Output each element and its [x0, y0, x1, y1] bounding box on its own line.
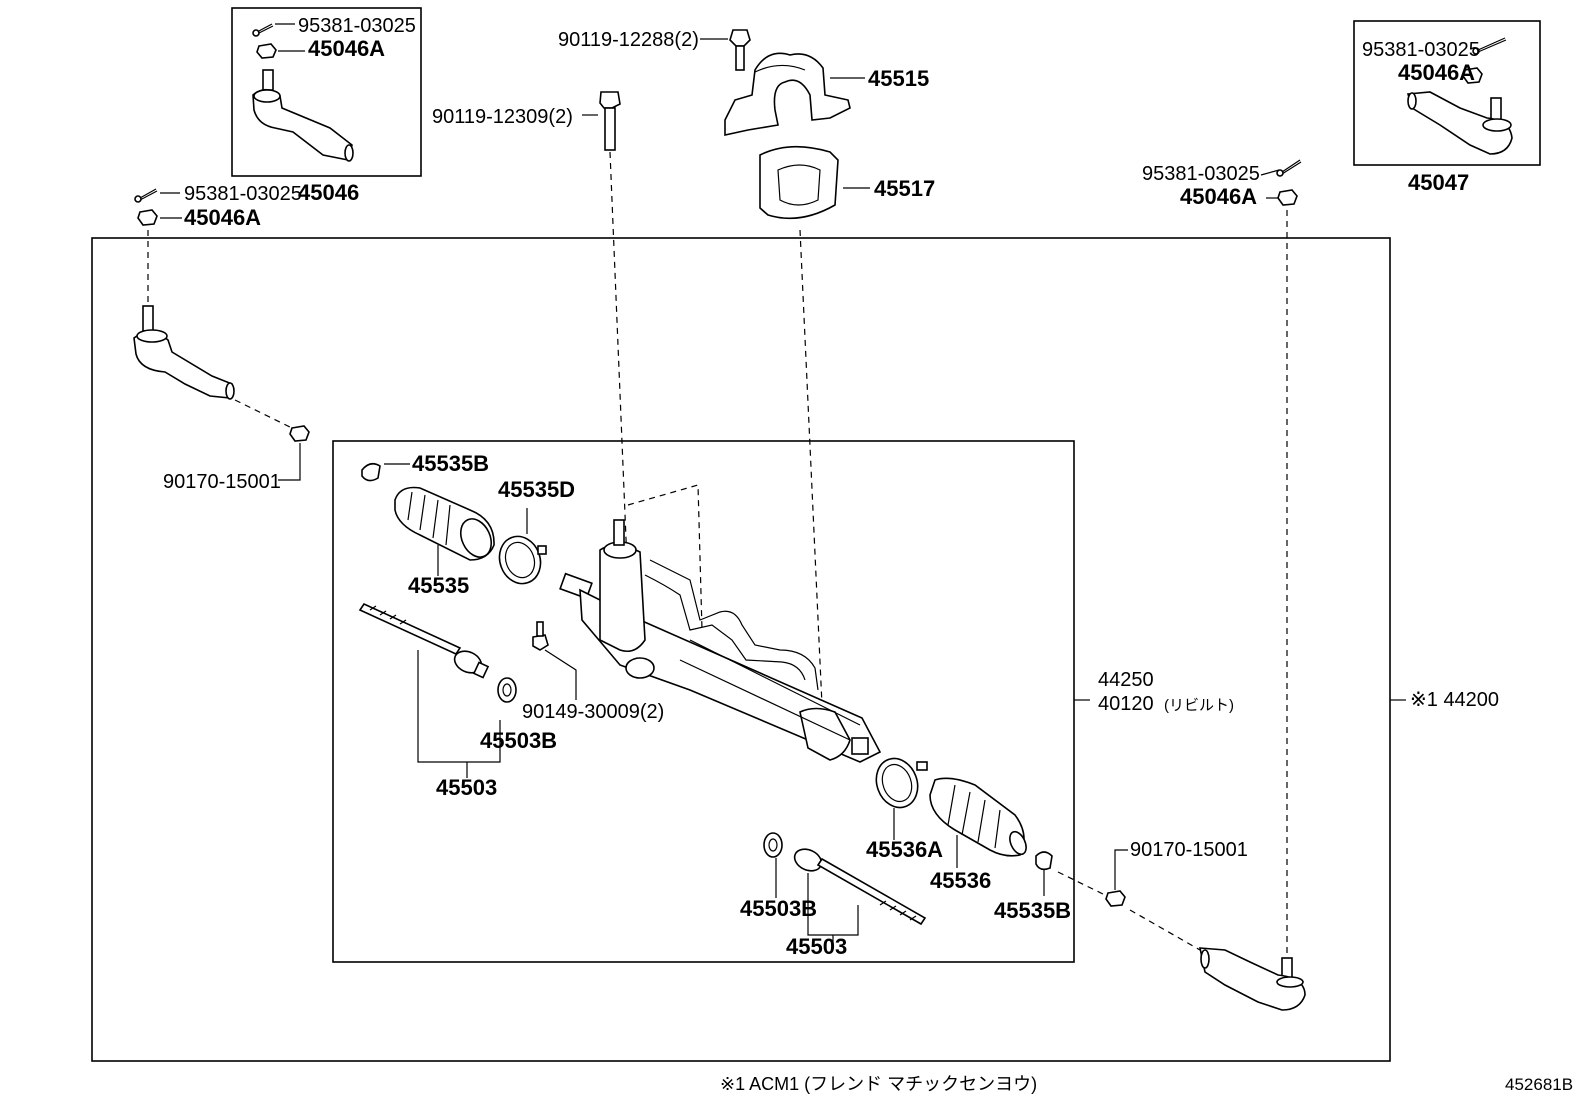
right-inner-rod-45503 — [793, 848, 927, 945]
label-tl-nut: 45046A — [308, 36, 385, 61]
outer-assembly-frame — [91, 237, 1391, 1062]
bracket-45515 — [724, 52, 865, 136]
label-lock-nut-right: 90170-15001 — [1130, 839, 1248, 861]
label-left-nut: 45046A — [184, 205, 261, 230]
label-rod-right: 45503 — [786, 934, 847, 959]
label-clip-right: 45535B — [994, 898, 1071, 923]
upper-bolt-90119-12288 — [700, 29, 751, 71]
label-washer-right: 45503B — [740, 896, 817, 921]
left-tie-rod-end — [133, 230, 310, 481]
right-cotter-nut — [1260, 159, 1302, 955]
guide-line-bracket — [627, 484, 703, 631]
clamp-45536A — [875, 757, 928, 840]
label-washer-left: 45503B — [480, 728, 557, 753]
label-tr-cotter: 95381-03025 — [1362, 39, 1480, 61]
label-boot-left: 45535 — [408, 573, 469, 598]
label-lock-nut-left: 90170-15001 — [163, 471, 281, 493]
label-left-cotter: 95381-03025 — [184, 183, 302, 205]
label-rack-2-note: (リビルト) — [1164, 697, 1234, 714]
small-bolt-90149-30009 — [532, 621, 577, 700]
bushing-45517 — [759, 145, 870, 220]
right-clip-45535B — [1035, 851, 1053, 896]
inset-frame-right — [1353, 20, 1541, 166]
right-washer-45503B — [763, 832, 783, 898]
label-left-end: 45046 — [298, 180, 359, 205]
label-rack-1: 44250 — [1098, 669, 1154, 691]
label-tr-nut: 45046A — [1398, 60, 1475, 85]
label-bolt-small: 90149-30009(2) — [522, 701, 664, 723]
label-boot-right: 45536 — [930, 868, 991, 893]
guide-line-bushing — [799, 229, 823, 706]
left-boot-45535 — [394, 486, 495, 576]
label-clamp-a: 45536A — [866, 837, 943, 862]
left-inner-rod-45503 — [358, 602, 501, 778]
label-tl-cotter: 95381-03025 — [298, 15, 416, 37]
rack-housing — [559, 519, 882, 763]
guide-line-bolt-mid — [609, 151, 631, 636]
label-bushing: 45517 — [874, 176, 935, 201]
figure-code: 452681B — [1505, 1075, 1573, 1094]
footnote: ※1 ACM1 (フレンド マチックセンヨウ) — [720, 1074, 1037, 1094]
right-tie-rod-end — [1057, 849, 1306, 1011]
inset-left-parts — [252, 23, 354, 162]
right-boot-45536 — [929, 777, 1027, 868]
label-clip-left: 45535B — [412, 451, 489, 476]
label-r-nut: 45046A — [1180, 184, 1257, 209]
label-right-end: 45047 — [1408, 170, 1469, 195]
label-bolt-upper: 90119-12288(2) — [558, 29, 699, 51]
label-bracket: 45515 — [868, 66, 929, 91]
left-washer-45503B — [497, 677, 517, 703]
rack-assembly-frame — [332, 440, 1075, 963]
label-assembly: ※1 44200 — [1410, 689, 1499, 711]
left-cotter-nut — [134, 188, 182, 226]
label-r-cotter: 95381-03025 — [1142, 163, 1260, 185]
label-clamp-d: 45535D — [498, 477, 575, 502]
clamp-45535D — [498, 508, 547, 585]
label-rod-left: 45503 — [436, 775, 497, 800]
label-rack-2: 40120 — [1098, 693, 1154, 715]
label-bolt-mid: 90119-12309(2) — [432, 106, 573, 128]
inset-frame-left — [231, 7, 422, 177]
left-clip-45535B — [361, 462, 410, 482]
middle-bolt-90119-12309 — [582, 91, 621, 151]
inset-right-parts — [1406, 37, 1513, 155]
